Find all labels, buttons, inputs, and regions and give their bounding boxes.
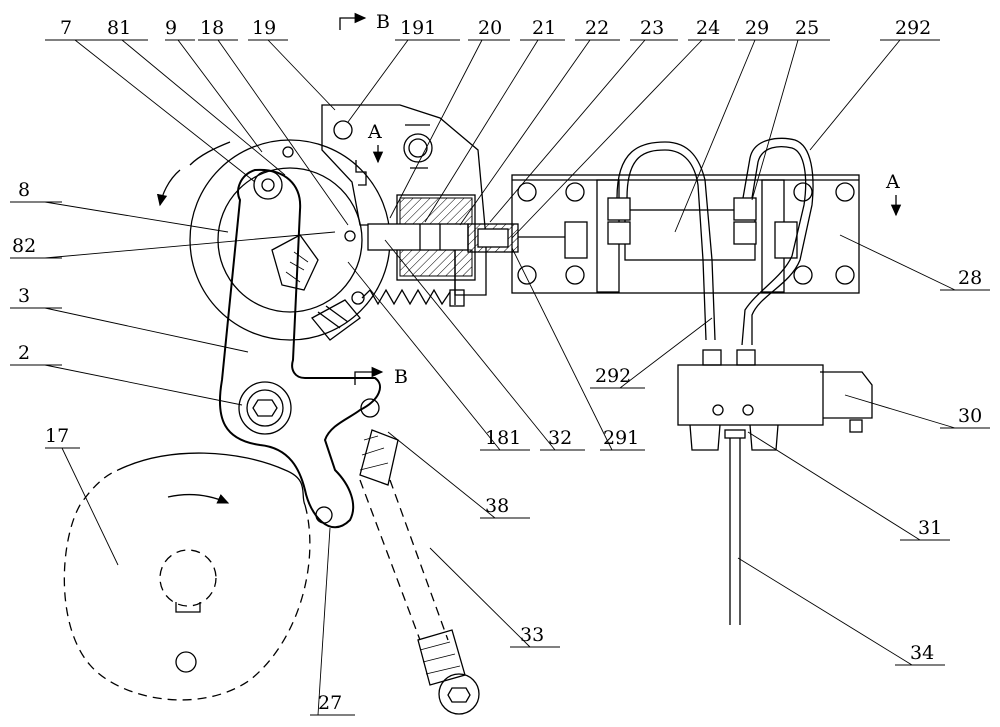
label-25: 25 <box>795 17 819 39</box>
label-2: 2 <box>18 342 30 364</box>
label-22: 22 <box>585 17 609 39</box>
label-191: 191 <box>400 17 436 39</box>
label-17: 17 <box>45 425 69 447</box>
label-31: 31 <box>918 517 942 539</box>
section-a-left: A <box>367 121 382 143</box>
label-291: 291 <box>603 427 639 449</box>
label-3: 3 <box>18 285 30 307</box>
piston-housing <box>367 194 570 307</box>
spring-32 <box>351 288 451 306</box>
section-marks: B B A A <box>339 11 902 388</box>
label-33: 33 <box>520 624 544 646</box>
label-8: 8 <box>18 179 30 201</box>
label-27: 27 <box>318 692 342 714</box>
label-82: 82 <box>12 235 36 257</box>
leader-lines <box>10 39 990 716</box>
cylinder-plate-28 <box>511 137 860 346</box>
label-81: 81 <box>107 17 131 39</box>
section-b-top: B <box>376 11 390 33</box>
cam-17 <box>63 452 311 701</box>
label-292-top: 292 <box>895 17 931 39</box>
label-19: 19 <box>252 17 276 39</box>
part-labels: 7 81 9 18 19 191 20 21 22 23 24 29 25 29… <box>12 17 982 714</box>
label-34: 34 <box>910 642 934 664</box>
label-181: 181 <box>485 427 521 449</box>
label-7: 7 <box>60 17 72 39</box>
label-28: 28 <box>958 267 982 289</box>
section-b-bottom: B <box>394 366 408 388</box>
label-18: 18 <box>200 17 224 39</box>
rotor-disc-9 <box>156 139 391 341</box>
label-32: 32 <box>548 427 572 449</box>
label-29: 29 <box>745 17 769 39</box>
label-38: 38 <box>485 495 509 517</box>
label-21: 21 <box>532 17 556 39</box>
spring-link-33 <box>359 429 480 715</box>
label-9: 9 <box>165 17 177 39</box>
label-23: 23 <box>640 17 664 39</box>
valve-block-30 <box>677 349 873 625</box>
label-30: 30 <box>958 405 982 427</box>
label-292-bottom: 292 <box>595 365 631 387</box>
section-a-right: A <box>885 171 900 193</box>
label-24: 24 <box>696 17 720 39</box>
lever-arm-3 <box>218 168 381 529</box>
label-20: 20 <box>478 17 502 39</box>
